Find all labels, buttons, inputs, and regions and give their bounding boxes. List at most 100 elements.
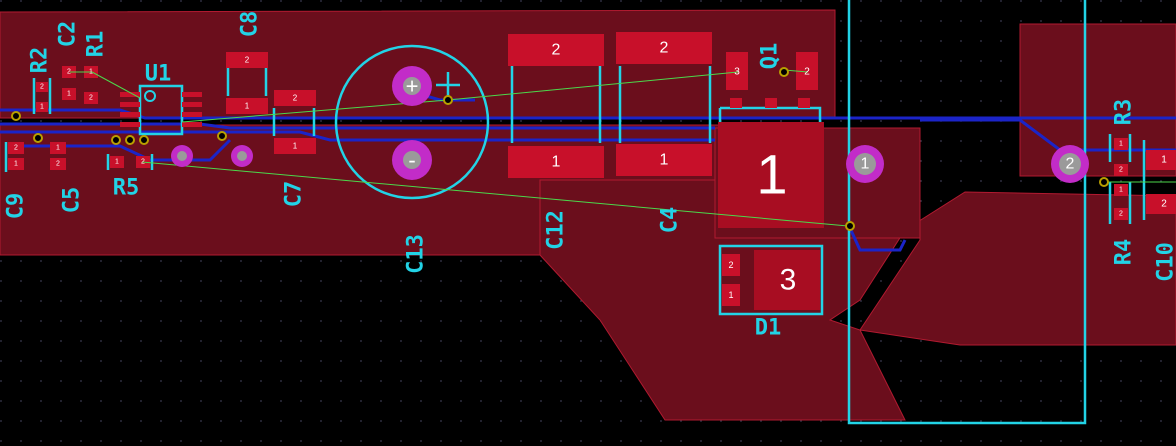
via[interactable] — [779, 67, 789, 77]
c8-pad-2[interactable] — [226, 52, 268, 68]
d1-pad-1[interactable] — [722, 284, 740, 306]
r4-pad-2[interactable] — [1114, 208, 1128, 220]
via[interactable] — [125, 135, 135, 145]
designator-c7[interactable]: C7 — [282, 181, 307, 208]
c13-drill-minus — [403, 151, 421, 169]
trace-bus-2[interactable] — [0, 122, 715, 130]
c2-pad-1[interactable] — [62, 88, 76, 100]
via[interactable] — [1099, 177, 1109, 187]
q1-pad-tab-b[interactable] — [765, 98, 777, 108]
mount-hole-2-drill — [1059, 153, 1081, 175]
c9-pad-2[interactable] — [8, 142, 24, 154]
pad-number: 1 — [40, 104, 44, 111]
via[interactable] — [139, 135, 149, 145]
c7-pad-2[interactable] — [274, 90, 316, 106]
r5-pad-1[interactable] — [110, 156, 124, 168]
q1-pad-2[interactable] — [796, 52, 818, 90]
c13-outline[interactable] — [334, 44, 490, 200]
pad-number: 2 — [552, 42, 561, 59]
q1-pad-3[interactable] — [726, 52, 748, 90]
r4-pad-1[interactable] — [1114, 184, 1128, 196]
c7-pad-1[interactable] — [274, 138, 316, 154]
c12-outline[interactable] — [510, 66, 602, 143]
u1-pin[interactable] — [120, 112, 140, 117]
designator-r4[interactable]: R4 — [1112, 239, 1137, 266]
pad-number: 2 — [89, 95, 93, 102]
designator-c9[interactable]: C9 — [4, 193, 29, 220]
via[interactable] — [33, 133, 43, 143]
designator-r5[interactable]: R5 — [113, 176, 140, 201]
q1-outline[interactable] — [718, 106, 822, 122]
c7-outline[interactable] — [272, 108, 316, 136]
c5-pad-1[interactable] — [50, 142, 66, 154]
c8-outline[interactable] — [226, 66, 268, 96]
via[interactable] — [845, 221, 855, 231]
q1-pad-tab-c[interactable] — [798, 98, 810, 108]
designator-u1[interactable]: U1 — [145, 62, 172, 87]
u1-pin[interactable] — [182, 92, 202, 97]
d1-pad-3[interactable] — [754, 250, 820, 310]
c4-outline[interactable] — [618, 66, 712, 143]
via[interactable] — [443, 95, 453, 105]
c8-pad-1[interactable] — [226, 98, 268, 114]
designator-r3[interactable]: R3 — [1112, 99, 1137, 126]
designator-r1[interactable]: R1 — [84, 31, 109, 58]
r4-outline[interactable] — [1108, 182, 1132, 224]
pad-number: 2 — [1119, 167, 1123, 174]
r2-outline[interactable] — [32, 78, 52, 114]
pad-number: 1 — [1119, 187, 1123, 194]
pad-number: 1 — [552, 154, 561, 171]
q1-pad-1[interactable] — [718, 122, 824, 228]
r5-outline[interactable] — [106, 154, 154, 170]
q1-pad-tab-a[interactable] — [730, 98, 742, 108]
u1-pin[interactable] — [120, 92, 140, 97]
u1-pin[interactable] — [182, 102, 202, 107]
designator-c12[interactable]: C12 — [544, 210, 569, 250]
designator-r2[interactable]: R2 — [28, 47, 53, 74]
pad-number: 1 — [56, 145, 60, 152]
designator-c5[interactable]: C5 — [60, 187, 85, 214]
designator-c13[interactable]: C13 — [404, 234, 429, 274]
via[interactable] — [111, 135, 121, 145]
r3-pad-2[interactable] — [1114, 164, 1128, 176]
u1-pin[interactable] — [120, 122, 140, 127]
c12-pad-1[interactable] — [508, 146, 604, 178]
r1-pad-2[interactable] — [84, 92, 98, 104]
u1-outline[interactable] — [138, 84, 184, 136]
c5-pad-2[interactable] — [50, 158, 66, 170]
c9-pad-1[interactable] — [8, 158, 24, 170]
r3-pad-1[interactable] — [1114, 138, 1128, 150]
r2-pad-1[interactable] — [36, 102, 48, 112]
c2-pad-2[interactable] — [62, 66, 76, 78]
trace-funnel[interactable] — [848, 227, 907, 252]
designators: C9 C5 R5 R2 C2 R1 U1 C8 C7 C13 C12 C4 Q1… — [4, 11, 1176, 341]
pad-number: 1 — [115, 159, 119, 166]
designator-d1[interactable]: D1 — [755, 316, 782, 341]
pad-number: 1 — [728, 290, 733, 300]
u1-pin[interactable] — [182, 112, 202, 117]
designator-c8[interactable]: C8 — [238, 11, 263, 38]
r3-outline[interactable] — [1108, 134, 1132, 162]
mechanical-outline[interactable] — [847, 0, 1087, 425]
designator-c2[interactable]: C2 — [56, 21, 81, 48]
r2-pad-2[interactable] — [36, 82, 48, 92]
d1-outline[interactable] — [718, 244, 824, 316]
d1-pad-2[interactable] — [722, 254, 740, 276]
c10-pad-2[interactable] — [1146, 194, 1176, 214]
c12-pad-2[interactable] — [508, 34, 604, 66]
designator-c10[interactable]: C10 — [1154, 242, 1176, 282]
pad-number: 2 — [67, 69, 71, 76]
u1-pin[interactable] — [120, 102, 140, 107]
designator-q1[interactable]: Q1 — [758, 43, 783, 70]
c4-pad-1[interactable] — [616, 144, 712, 176]
via[interactable] — [11, 111, 21, 121]
copper-pour-right[interactable] — [1019, 23, 1176, 177]
pad-number: 1 — [1161, 155, 1167, 166]
via[interactable] — [217, 131, 227, 141]
u1-pin[interactable] — [182, 122, 202, 127]
c4-pad-2[interactable] — [616, 32, 712, 64]
designator-c4[interactable]: C4 — [658, 207, 683, 234]
c10-pad-1[interactable] — [1146, 150, 1176, 170]
pad-number: 1 — [293, 142, 298, 151]
